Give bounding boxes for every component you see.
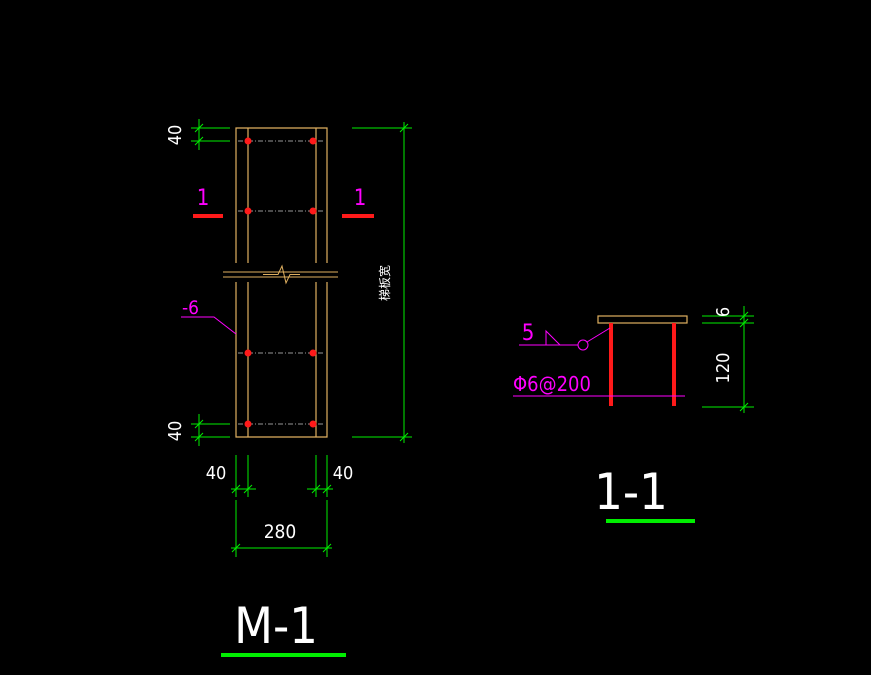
dim-height-label: 梯板宽 xyxy=(377,265,392,301)
section-plate[interactable] xyxy=(597,315,688,324)
section-mark-left[interactable]: 1 xyxy=(193,186,223,218)
rebar-dot[interactable] xyxy=(309,349,317,357)
rebar-dot[interactable] xyxy=(309,137,317,145)
rebar-dot[interactable] xyxy=(244,137,252,145)
dim-height[interactable] xyxy=(352,122,412,443)
section-mark-right-label: 1 xyxy=(354,186,367,211)
section-rebar-right[interactable] xyxy=(672,323,676,406)
section-view: 5 Φ6@200 6 120 1-1 xyxy=(513,306,754,523)
section-mark-right[interactable]: 1 xyxy=(342,186,374,218)
dim-left-label: 40 xyxy=(206,463,227,484)
plate-callout-label: -6 xyxy=(182,297,199,319)
rebar-dot[interactable] xyxy=(244,207,252,215)
dim-bottom-40[interactable] xyxy=(191,414,230,446)
weld-symbol[interactable] xyxy=(519,327,611,351)
rebar-dot[interactable] xyxy=(244,349,252,357)
plan-title-underline xyxy=(221,653,346,657)
section-title: 1-1 xyxy=(594,463,667,521)
section-dims[interactable] xyxy=(702,306,754,413)
dim-width-label: 280 xyxy=(264,521,297,543)
embed-plate-outline[interactable] xyxy=(223,127,338,438)
rebar-centerlines xyxy=(238,140,325,425)
section-rebar-left[interactable] xyxy=(609,323,613,406)
dim-right-label: 40 xyxy=(333,463,354,484)
dim-leg-label: 120 xyxy=(713,353,734,384)
plan-title: M-1 xyxy=(234,597,318,655)
section-title-underline xyxy=(606,519,695,523)
rebar-dot[interactable] xyxy=(244,420,252,428)
dim-width-280[interactable] xyxy=(231,500,332,557)
dim-edge-40[interactable] xyxy=(231,455,333,497)
section-mark-left-label: 1 xyxy=(197,186,210,211)
plan-view: 1 1 -6 40 40 xyxy=(165,119,412,657)
rebar-dot[interactable] xyxy=(309,420,317,428)
rebar-label: Φ6@200 xyxy=(513,372,591,396)
rebar-dot[interactable] xyxy=(309,207,317,215)
weld-size-label: 5 xyxy=(522,321,535,346)
dim-plate-label: 6 xyxy=(713,307,734,317)
dim-top-40[interactable] xyxy=(191,119,230,150)
rebar-dots xyxy=(244,137,317,428)
plate-thickness-callout[interactable]: -6 xyxy=(181,297,237,335)
dim-bottom-label: 40 xyxy=(165,421,186,442)
dim-top-label: 40 xyxy=(165,125,186,146)
